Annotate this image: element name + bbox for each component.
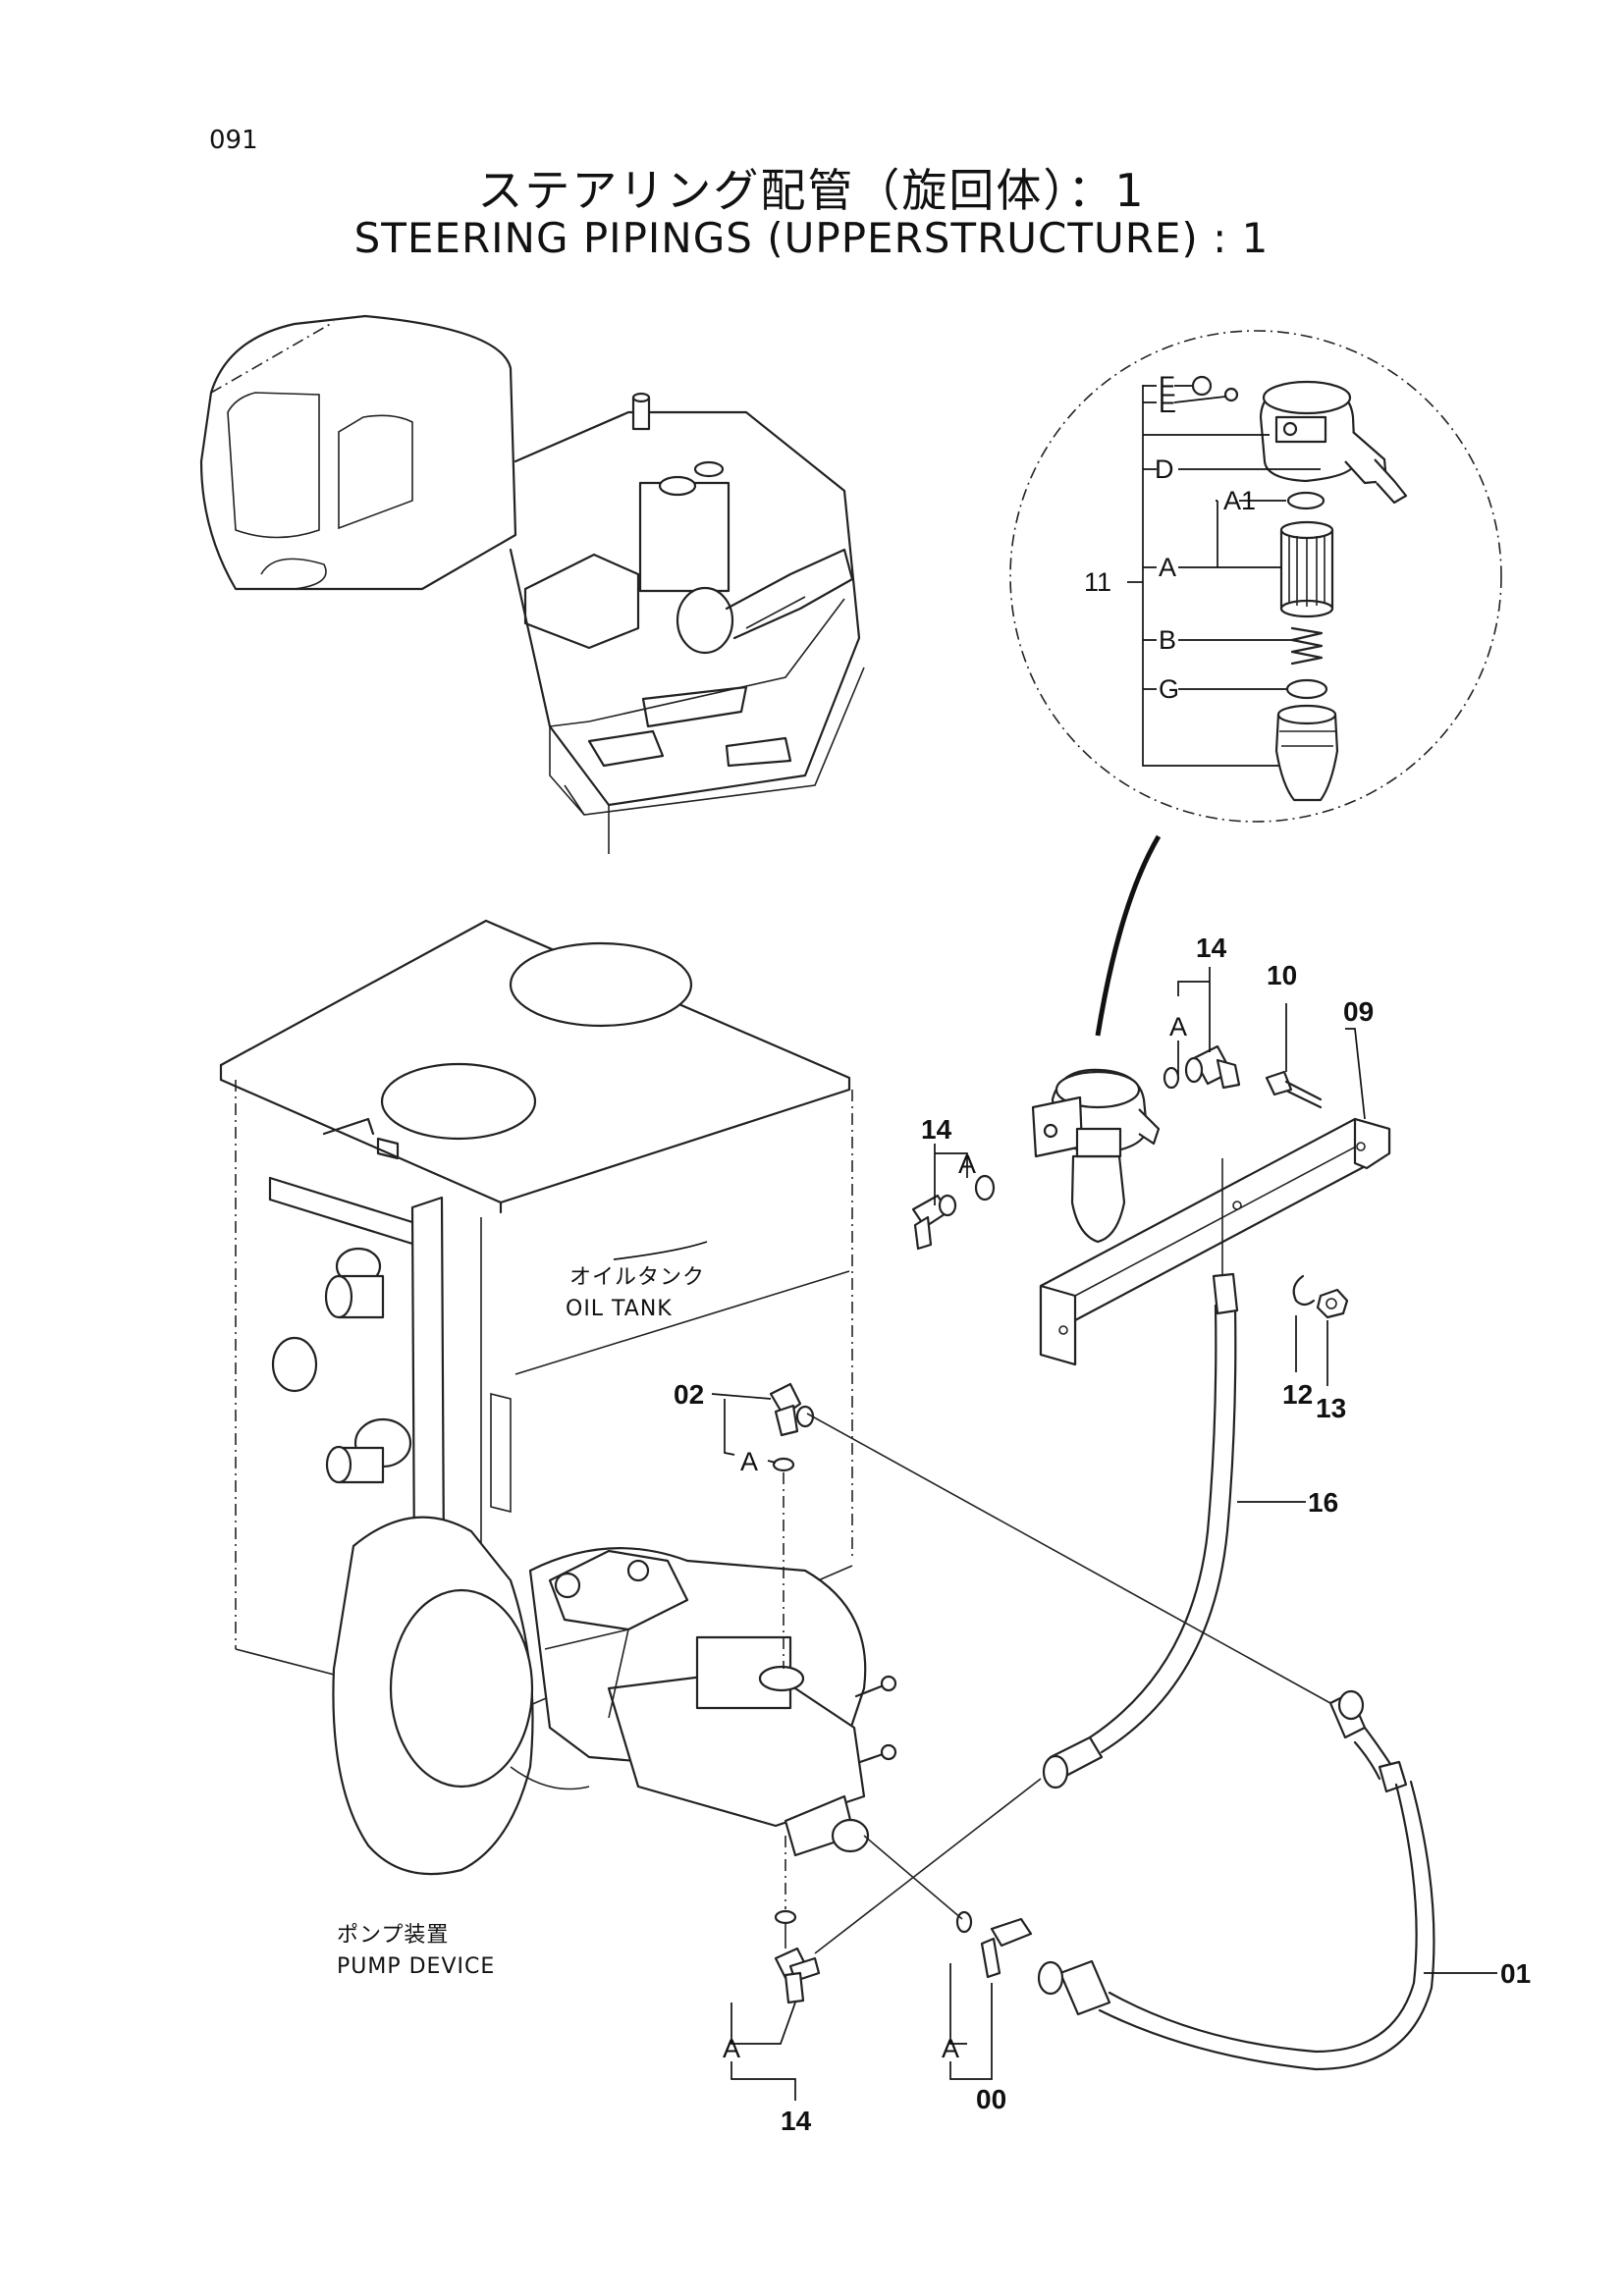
page-number: 091	[209, 126, 258, 155]
label-A-bottom-left: A	[723, 2034, 740, 2063]
label-A-02: A	[740, 1447, 758, 1476]
label-13: 13	[1316, 1393, 1346, 1423]
excavator-overview-illustration	[199, 314, 865, 854]
label-A-bottom-mid: A	[942, 2034, 959, 2063]
label-12: 12	[1282, 1379, 1313, 1410]
filter-detail-circle	[1009, 330, 1502, 1037]
label-02: 02	[674, 1379, 704, 1410]
oil-tank-label-en: OIL TANK	[566, 1297, 673, 1321]
label-09: 09	[1343, 996, 1374, 1027]
label-B: B	[1159, 625, 1176, 655]
pump-device-label-jp: ポンプ装置	[337, 1923, 449, 1948]
label-14-bottom: 14	[781, 2106, 812, 2136]
oil-tank-label-jp: オイルタンク	[569, 1265, 705, 1290]
label-D: D	[1155, 454, 1174, 484]
label-01: 01	[1500, 1958, 1531, 1989]
leader-lines	[613, 967, 1497, 2101]
hoses-and-fittings	[769, 1158, 1435, 2071]
label-A: A	[1159, 553, 1176, 582]
label-10: 10	[1267, 960, 1297, 990]
pump-device-illustration	[332, 1516, 897, 1876]
pump-device-label-en: PUMP DEVICE	[337, 1954, 495, 1979]
label-E: E	[1159, 389, 1176, 418]
label-G: G	[1159, 674, 1179, 704]
label-14-top: 14	[1196, 933, 1227, 963]
label-16: 16	[1308, 1487, 1338, 1518]
title-japanese: ステアリング配管（旋回体）：1	[477, 164, 1146, 217]
label-A-top: A	[1169, 1012, 1187, 1041]
label-00: 00	[976, 2084, 1006, 2114]
label-14-left: 14	[921, 1114, 952, 1145]
label-A-left: A	[958, 1149, 976, 1179]
label-A1: A1	[1223, 486, 1256, 515]
label-11: 11	[1084, 567, 1111, 597]
oil-tank-illustration	[219, 919, 853, 1719]
bracket-and-filter-assembly	[911, 1044, 1391, 1366]
label-F: F	[1159, 371, 1175, 400]
title-english: STEERING PIPINGS (UPPERSTRUCTURE) : 1	[353, 214, 1270, 262]
